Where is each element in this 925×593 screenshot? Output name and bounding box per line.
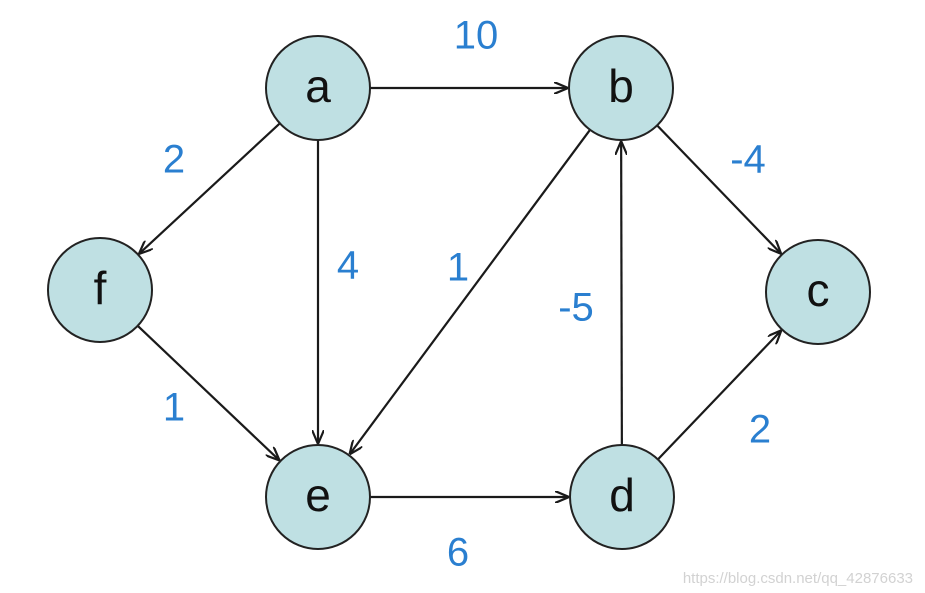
node-circle-a (265, 35, 371, 141)
node-circle-e (265, 444, 371, 550)
edge-b-c (656, 124, 780, 253)
edge-weight-d-c: 2 (749, 408, 771, 452)
edges-layer (138, 88, 781, 497)
edge-weight-a-b: 10 (454, 14, 499, 58)
node-label-e: e (305, 469, 331, 521)
node-b: b (568, 35, 674, 141)
node-label-d: d (609, 469, 635, 521)
node-label-f: f (94, 262, 107, 314)
edge-weight-f-e: 1 (163, 386, 185, 430)
edge-b-e (350, 129, 591, 454)
edge-weight-a-e: 4 (337, 244, 359, 288)
edge-weight-e-d: 6 (447, 531, 469, 575)
node-e: e (265, 444, 371, 550)
node-circle-c (765, 239, 871, 345)
node-circle-d (569, 444, 675, 550)
node-circle-f (47, 237, 153, 343)
node-f: f (47, 237, 153, 343)
edge-d-b (621, 142, 622, 446)
nodes-layer: a b c d e f (47, 35, 871, 550)
node-label-a: a (305, 60, 331, 112)
edge-weight-a-f: 2 (163, 138, 185, 182)
node-circle-b (568, 35, 674, 141)
watermark-text: https://blog.csdn.net/qq_42876633 (682, 570, 913, 587)
node-label-b: b (608, 60, 634, 112)
node-c: c (765, 239, 871, 345)
node-label-c: c (807, 264, 830, 316)
node-d: d (569, 444, 675, 550)
edge-weight-b-c: -4 (730, 138, 766, 182)
edge-a-f (140, 122, 281, 253)
edge-weight-b-e: 1 (447, 246, 469, 290)
node-a: a (265, 35, 371, 141)
edge-f-e (136, 325, 279, 460)
edge-weights-layer: 10 2 4 1 -4 1 6 -5 2 (163, 14, 771, 575)
edge-weight-d-b: -5 (558, 286, 594, 330)
edge-d-c (657, 331, 781, 461)
